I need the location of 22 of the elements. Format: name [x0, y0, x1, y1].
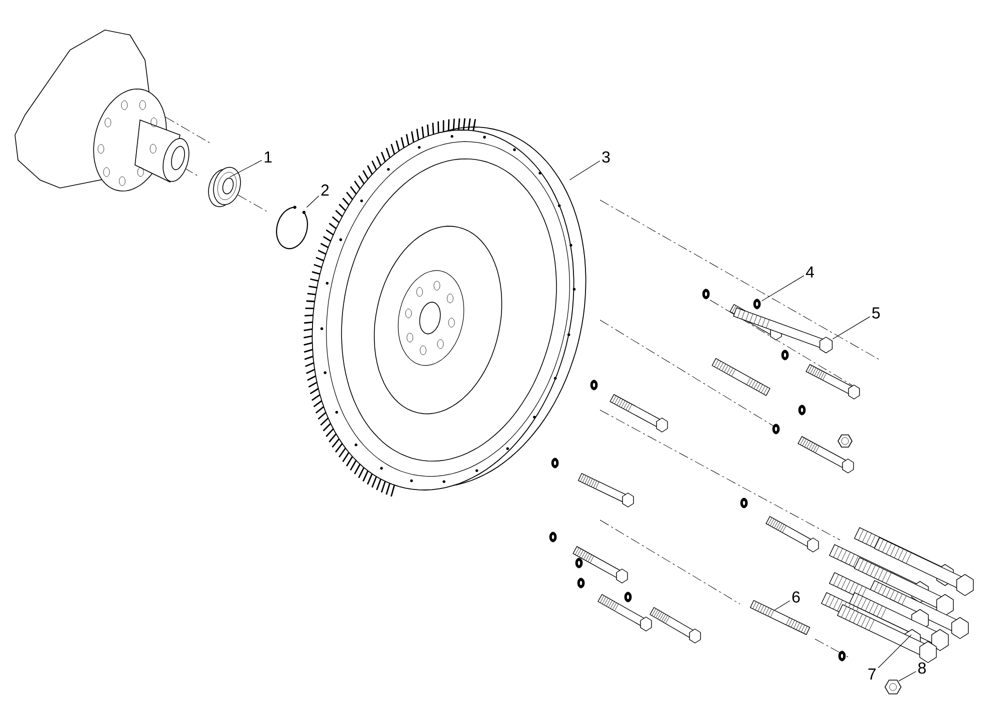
- leader-line: [832, 316, 870, 340]
- leader-line: [898, 671, 916, 682]
- leader-line: [761, 275, 804, 302]
- callout-number: 1: [264, 152, 272, 162]
- callout-number: 5: [872, 307, 880, 319]
- leader-line: [306, 196, 320, 208]
- washer-drawing: [753, 298, 761, 310]
- callout-number: 3: [602, 151, 610, 163]
- nut-drawing: [884, 680, 902, 694]
- leader-line: [878, 634, 912, 668]
- leader-line: [229, 160, 262, 178]
- callout-number: 4: [806, 266, 814, 278]
- flywheel-drawing: [304, 118, 586, 497]
- leader-line: [774, 600, 790, 610]
- callout-number: 6: [792, 591, 800, 603]
- leader-line: [569, 160, 600, 180]
- callout-number: 7: [868, 668, 876, 680]
- bearing-drawing: [208, 166, 241, 208]
- retaining-ring-drawing: [276, 206, 308, 250]
- callout-number: 8: [918, 662, 926, 674]
- bolt-drawing: [733, 307, 833, 354]
- callout-number: 2: [321, 184, 329, 196]
